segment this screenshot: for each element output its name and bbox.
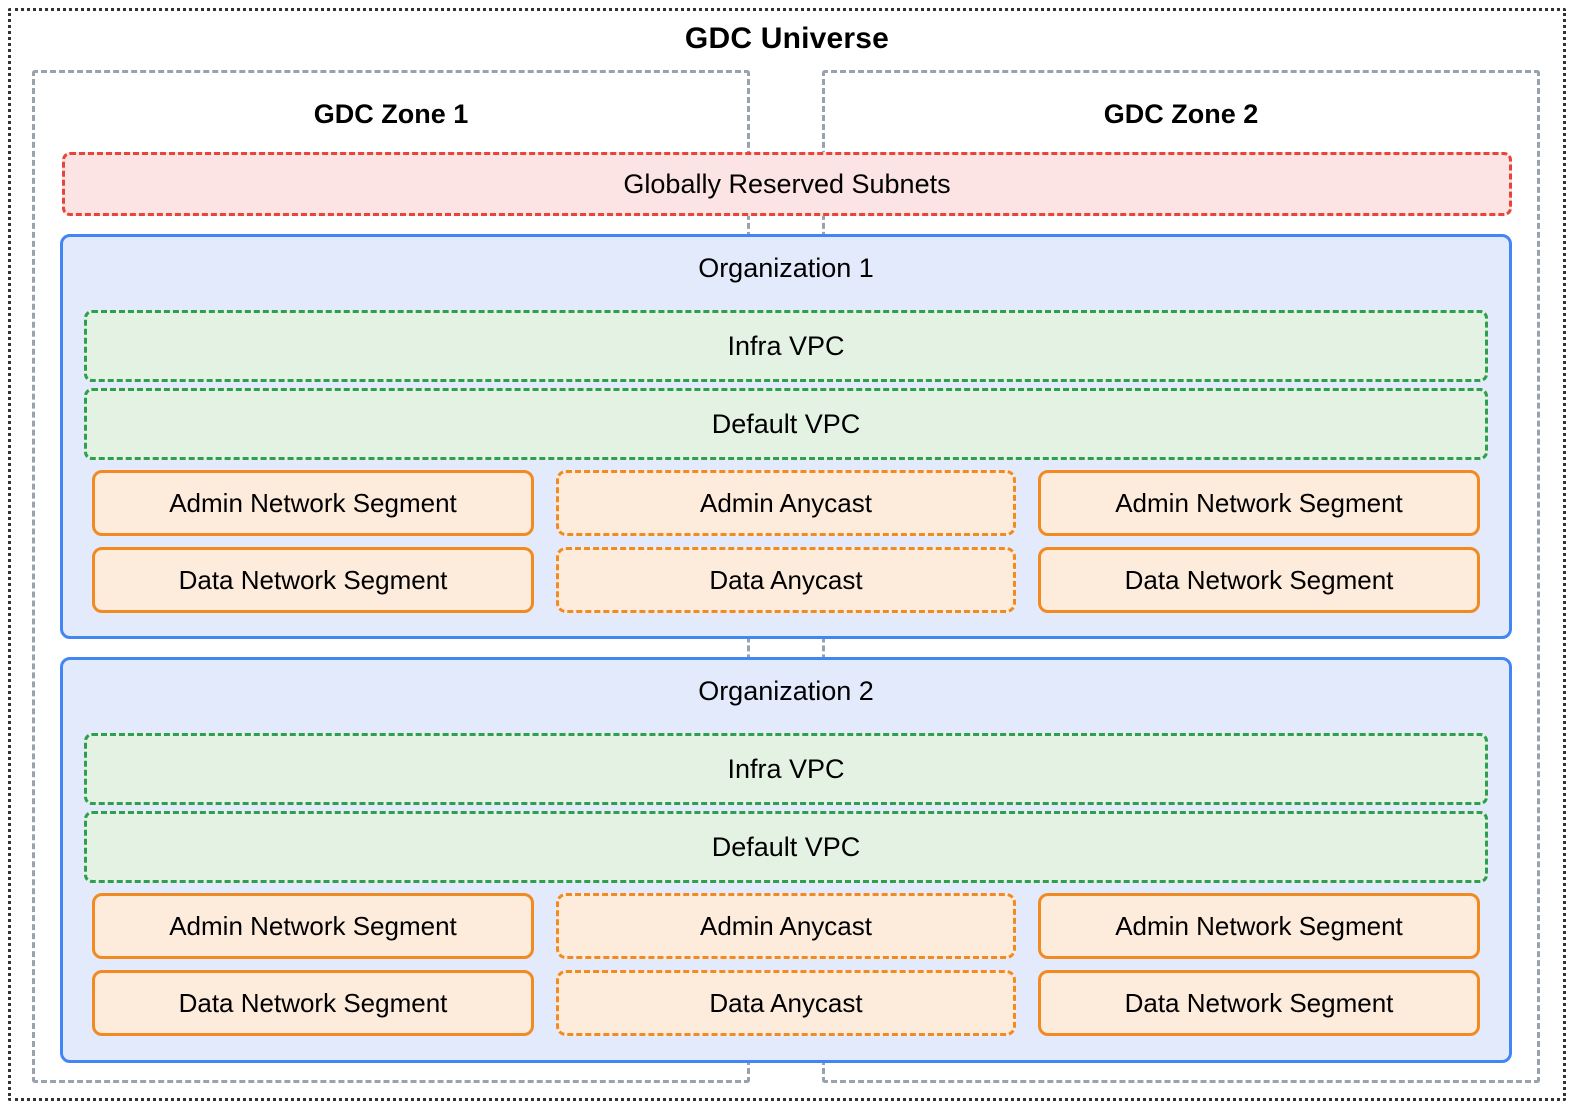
org-1-default-vpc-box: Default VPC (84, 388, 1488, 460)
org-1-data-anycast-cell: Data Anycast (545, 547, 1027, 613)
org-1-data-row: Data Network Segment Data Anycast Data N… (81, 547, 1491, 613)
org-2-zone-2-data-network-segment: Data Network Segment (1038, 970, 1480, 1036)
gdc-universe-frame (8, 8, 1566, 1101)
org-1-zone-1-admin-network-segment-label: Admin Network Segment (169, 487, 457, 518)
org-1-zone-1-data-cell: Data Network Segment (81, 547, 545, 613)
org-2-data-anycast-label: Data Anycast (709, 987, 863, 1018)
org-1-zone-2-data-network-segment: Data Network Segment (1038, 547, 1480, 613)
org-1-infra-vpc-box: Infra VPC (84, 310, 1488, 382)
org-2-zone-2-data-cell: Data Network Segment (1027, 970, 1491, 1036)
org-2-zone-1-data-cell: Data Network Segment (81, 970, 545, 1036)
org-2-data-anycast-cell: Data Anycast (545, 970, 1027, 1036)
org-1-zone-1-data-network-segment-label: Data Network Segment (178, 564, 448, 595)
organization-1-box: Organization 1 Infra VPC Default VPC Adm… (60, 234, 1512, 639)
zone-2-title: GDC Zone 2 (1103, 99, 1259, 129)
org-2-infra-vpc-box: Infra VPC (84, 733, 1488, 805)
org-1-admin-anycast: Admin Anycast (556, 470, 1016, 536)
org-2-zone-1-admin-network-segment-label: Admin Network Segment (169, 910, 457, 941)
org-2-default-vpc-label: Default VPC (711, 831, 861, 862)
org-1-zone-1-admin-network-segment: Admin Network Segment (92, 470, 534, 536)
org-1-admin-anycast-label: Admin Anycast (700, 487, 872, 518)
org-2-data-row: Data Network Segment Data Anycast Data N… (81, 970, 1491, 1036)
org-2-zone-2-admin-network-segment: Admin Network Segment (1038, 893, 1480, 959)
org-2-infra-vpc-label: Infra VPC (727, 753, 845, 784)
org-2-admin-row: Admin Network Segment Admin Anycast Admi… (81, 893, 1491, 959)
org-1-zone-2-data-cell: Data Network Segment (1027, 547, 1491, 613)
globally-reserved-subnets-box: Globally Reserved Subnets (62, 152, 1512, 216)
org-1-data-anycast-label: Data Anycast (709, 564, 863, 595)
org-2-zone-1-data-network-segment: Data Network Segment (92, 970, 534, 1036)
organization-2-box: Organization 2 Infra VPC Default VPC Adm… (60, 657, 1512, 1063)
organization-2-title: Organization 2 (698, 676, 874, 706)
org-1-zone-1-admin-cell: Admin Network Segment (81, 470, 545, 536)
org-1-infra-vpc-label: Infra VPC (727, 330, 845, 361)
org-2-admin-anycast-cell: Admin Anycast (545, 893, 1027, 959)
org-1-zone-2-admin-network-segment-label: Admin Network Segment (1115, 487, 1403, 518)
org-2-zone-2-data-network-segment-label: Data Network Segment (1124, 987, 1394, 1018)
org-2-zone-1-data-network-segment-label: Data Network Segment (178, 987, 448, 1018)
org-2-zone-2-admin-cell: Admin Network Segment (1027, 893, 1491, 959)
globally-reserved-subnets-label: Globally Reserved Subnets (623, 168, 951, 199)
org-2-zone-2-admin-network-segment-label: Admin Network Segment (1115, 910, 1403, 941)
org-1-data-anycast: Data Anycast (556, 547, 1016, 613)
organization-1-title: Organization 1 (698, 253, 874, 283)
org-1-admin-row: Admin Network Segment Admin Anycast Admi… (81, 470, 1491, 536)
org-2-admin-anycast-label: Admin Anycast (700, 910, 872, 941)
org-1-zone-2-admin-network-segment: Admin Network Segment (1038, 470, 1480, 536)
zone-1-title: GDC Zone 1 (313, 99, 469, 129)
org-2-zone-1-admin-network-segment: Admin Network Segment (92, 893, 534, 959)
org-1-zone-2-admin-cell: Admin Network Segment (1027, 470, 1491, 536)
org-2-admin-anycast: Admin Anycast (556, 893, 1016, 959)
org-2-data-anycast: Data Anycast (556, 970, 1016, 1036)
org-1-default-vpc-label: Default VPC (711, 408, 861, 439)
org-1-zone-1-data-network-segment: Data Network Segment (92, 547, 534, 613)
universe-title: GDC Universe (684, 22, 890, 55)
org-2-default-vpc-box: Default VPC (84, 811, 1488, 883)
org-2-zone-1-admin-cell: Admin Network Segment (81, 893, 545, 959)
org-1-zone-2-data-network-segment-label: Data Network Segment (1124, 564, 1394, 595)
org-1-admin-anycast-cell: Admin Anycast (545, 470, 1027, 536)
